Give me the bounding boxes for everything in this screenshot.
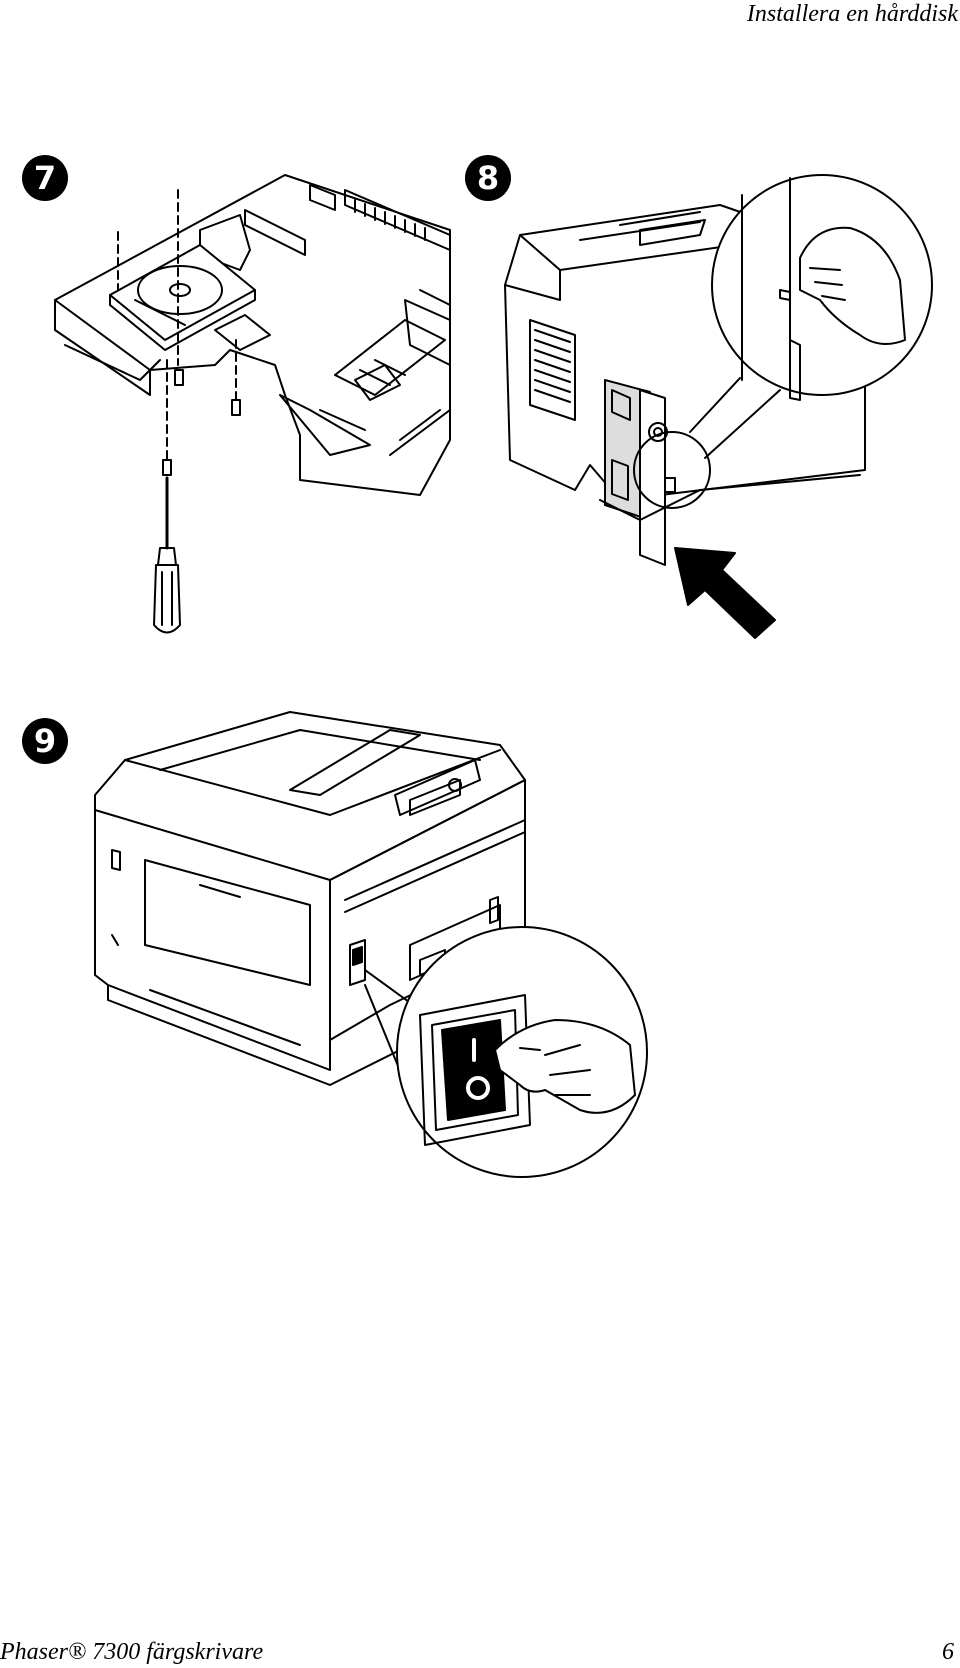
- step-9-badge: 9: [22, 718, 68, 764]
- footer-product-name: Phaser® 7300 färgskrivare: [0, 1639, 264, 1665]
- step-8-badge: 8: [465, 155, 511, 201]
- hand-icon: [800, 228, 905, 344]
- printer-illustration: [95, 712, 525, 1085]
- hand-icon-switch: [495, 1020, 635, 1113]
- power-switch-icon: [442, 1020, 505, 1120]
- footer-page-number: 6: [942, 1639, 954, 1665]
- step-7-badge: 7: [22, 155, 68, 201]
- step-8-illustration: [505, 175, 932, 638]
- hard-drive-illustration: [110, 245, 270, 350]
- step-9-illustration: [95, 712, 647, 1177]
- page-header-title: Installera en hårddisk: [746, 1, 958, 27]
- screws: [118, 190, 240, 475]
- screwdriver-icon: [154, 478, 180, 633]
- step-7-illustration: [55, 175, 450, 633]
- arrow-icon: [675, 548, 775, 638]
